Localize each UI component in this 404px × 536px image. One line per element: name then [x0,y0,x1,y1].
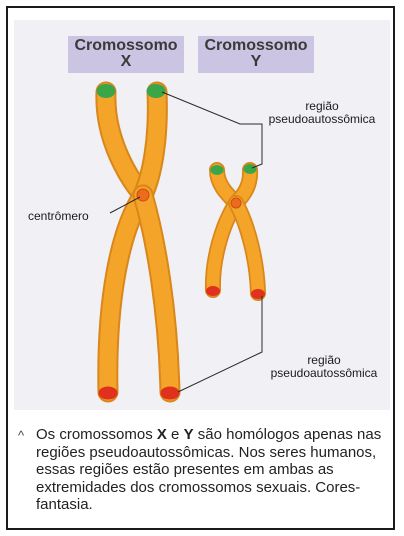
title-x-line1: Cromossomo [72,38,180,54]
chromosome-y-arm-lower-right [236,203,258,293]
y-tip-red-left [206,286,220,296]
title-chromosome-y: Cromossomo Y [198,36,314,73]
caption-part2: e [167,426,184,443]
title-y-line1: Cromossomo [202,38,310,54]
leader-pseudo-bottom [178,296,262,392]
y-tip-red-right [251,289,265,299]
chromosome-y-arm-lower-left [213,203,236,290]
label-pseudo-top-line2: pseudoautossômica [262,113,382,126]
chromosome-y [206,164,265,299]
figure-caption: ^ Os cromossomos X e Y são homólogos ape… [36,426,386,514]
x-tip-red-left [99,387,118,400]
title-x-line2: X [72,54,180,70]
x-tip-green-right [147,84,166,98]
title-y-line2: Y [202,54,310,70]
title-chromosome-x: Cromossomo X [68,36,184,73]
y-centromere [231,198,241,208]
x-tip-red-right [161,387,180,400]
y-tip-green-left [211,165,224,175]
x-tip-green-left [97,84,116,98]
caption-x: X [157,426,167,443]
label-centromere: centrômero [28,210,116,223]
label-pseudoautosomal-bottom: região pseudoautossômica [262,354,386,380]
caption-arrow-icon: ^ [18,427,24,445]
chromosome-x [97,84,180,400]
label-pseudoautosomal-top: região pseudoautossômica [262,100,382,126]
label-pseudo-bottom-line2: pseudoautossômica [262,367,386,380]
caption-y: Y [184,426,194,443]
caption-part1: Os cromossomos [36,426,157,443]
x-centromere [137,189,149,201]
y-tip-green-right [244,164,257,174]
leader-pseudo-top [162,92,262,168]
